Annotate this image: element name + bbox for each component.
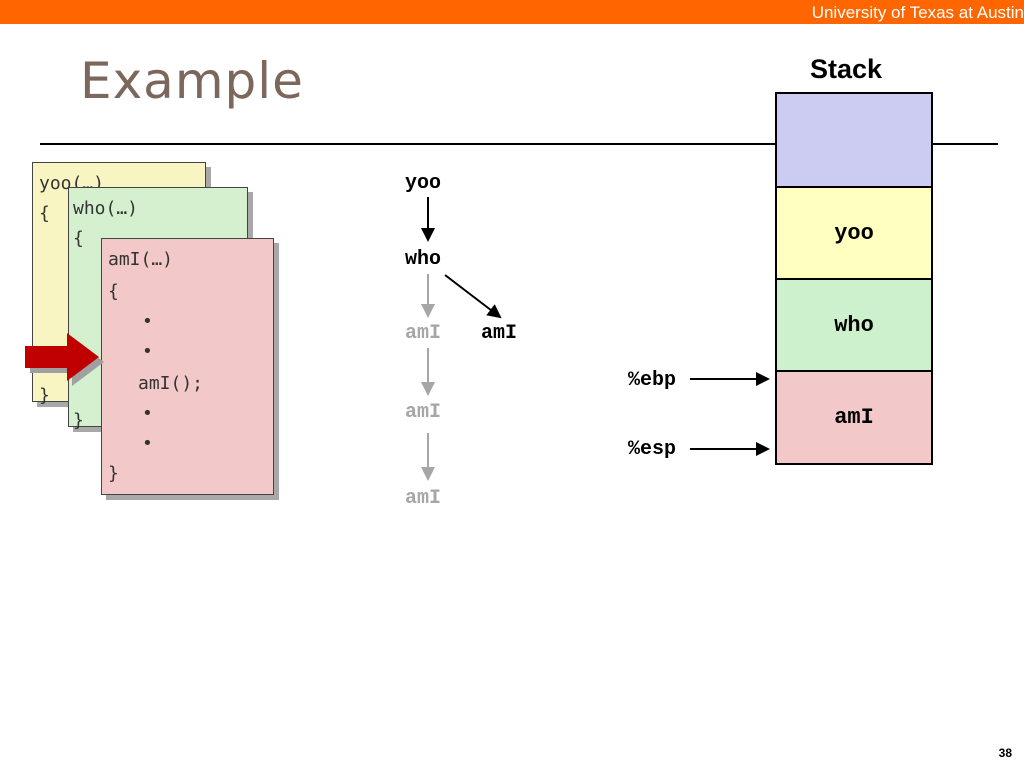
call-tree-ami-future-2: amI [405, 487, 442, 510]
who-close-brace: } [73, 410, 84, 431]
call-tree-ami-past: amI [405, 322, 442, 345]
who-signature: who(…) [73, 198, 139, 219]
ami-bullet-4: • [142, 433, 153, 454]
code-card-ami: amI(…) { • • amI(); • • } [101, 238, 274, 495]
page-number: 38 [998, 746, 1012, 760]
title-divider [40, 143, 998, 145]
stack-frame-ami: amI [775, 370, 933, 465]
ebp-register-label: %ebp [628, 369, 677, 392]
institution-name: University of Texas at Austin [811, 3, 1024, 22]
who-open-brace: { [73, 228, 84, 249]
esp-register-label: %esp [628, 438, 677, 461]
ami-close-brace: } [108, 463, 119, 484]
ami-signature: amI(…) [108, 249, 174, 270]
stack-frame-who: who [775, 278, 933, 372]
call-tree-ami-future-1: amI [405, 401, 442, 424]
stack-title: Stack [810, 54, 883, 84]
ami-recursive-call: amI(); [138, 373, 204, 394]
call-tree-yoo: yoo [405, 172, 442, 195]
ami-open-brace: { [108, 281, 119, 302]
call-tree-ami-current: amI [481, 322, 518, 345]
ami-bullet-2: • [142, 341, 153, 362]
page-title: Example [80, 52, 304, 110]
ami-bullet-1: • [142, 311, 153, 332]
header-bar: University of Texas at Austin [0, 0, 1024, 24]
arrow-who-to-ami [444, 274, 502, 319]
stack-frame-top [775, 92, 933, 188]
yoo-close-brace: } [39, 385, 50, 406]
stack-frame-yoo: yoo [775, 186, 933, 280]
yoo-open-brace: { [39, 203, 50, 224]
execution-pointer-arrow [25, 333, 99, 381]
call-tree-who: who [405, 248, 442, 271]
ami-bullet-3: • [142, 403, 153, 424]
